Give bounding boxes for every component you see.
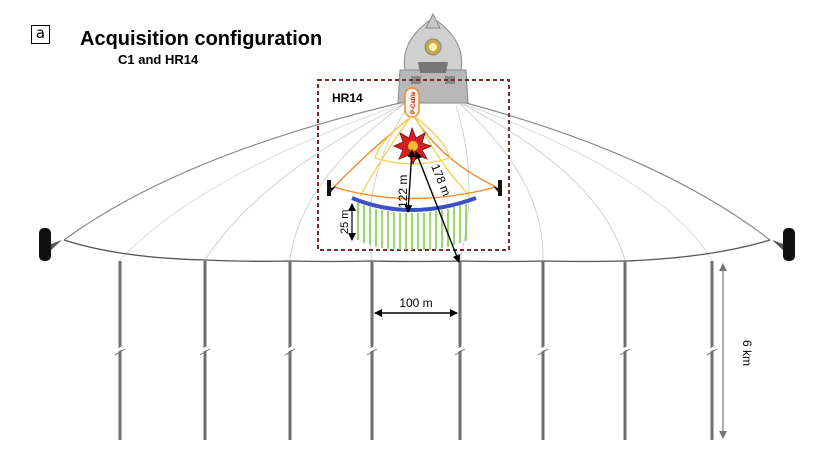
figure-subtitle: C1 and HR14 (118, 52, 199, 67)
hr14-box (317, 79, 510, 251)
figure-title: Acquisition configuration (80, 28, 323, 50)
hr14-label: HR14 (332, 91, 363, 105)
p-cable-label: P-Cable (411, 91, 417, 114)
tow-cables (63, 102, 771, 261)
hr-paravane-icon (327, 180, 502, 196)
p-cable-tag (404, 87, 420, 118)
panel-letter: a (31, 25, 50, 44)
paravane-icon (39, 228, 795, 261)
streamer-front-cable (63, 239, 771, 263)
depth-label: 6 km (740, 340, 754, 366)
offset-near-arrow (404, 149, 416, 213)
spacing-label: 100 m (399, 296, 432, 310)
offset-near-label: 122 m (396, 175, 410, 208)
vertical-25m-label: 25 m (339, 210, 351, 234)
break-mark-icon (114, 344, 718, 354)
offset-far-arrow (414, 151, 461, 263)
